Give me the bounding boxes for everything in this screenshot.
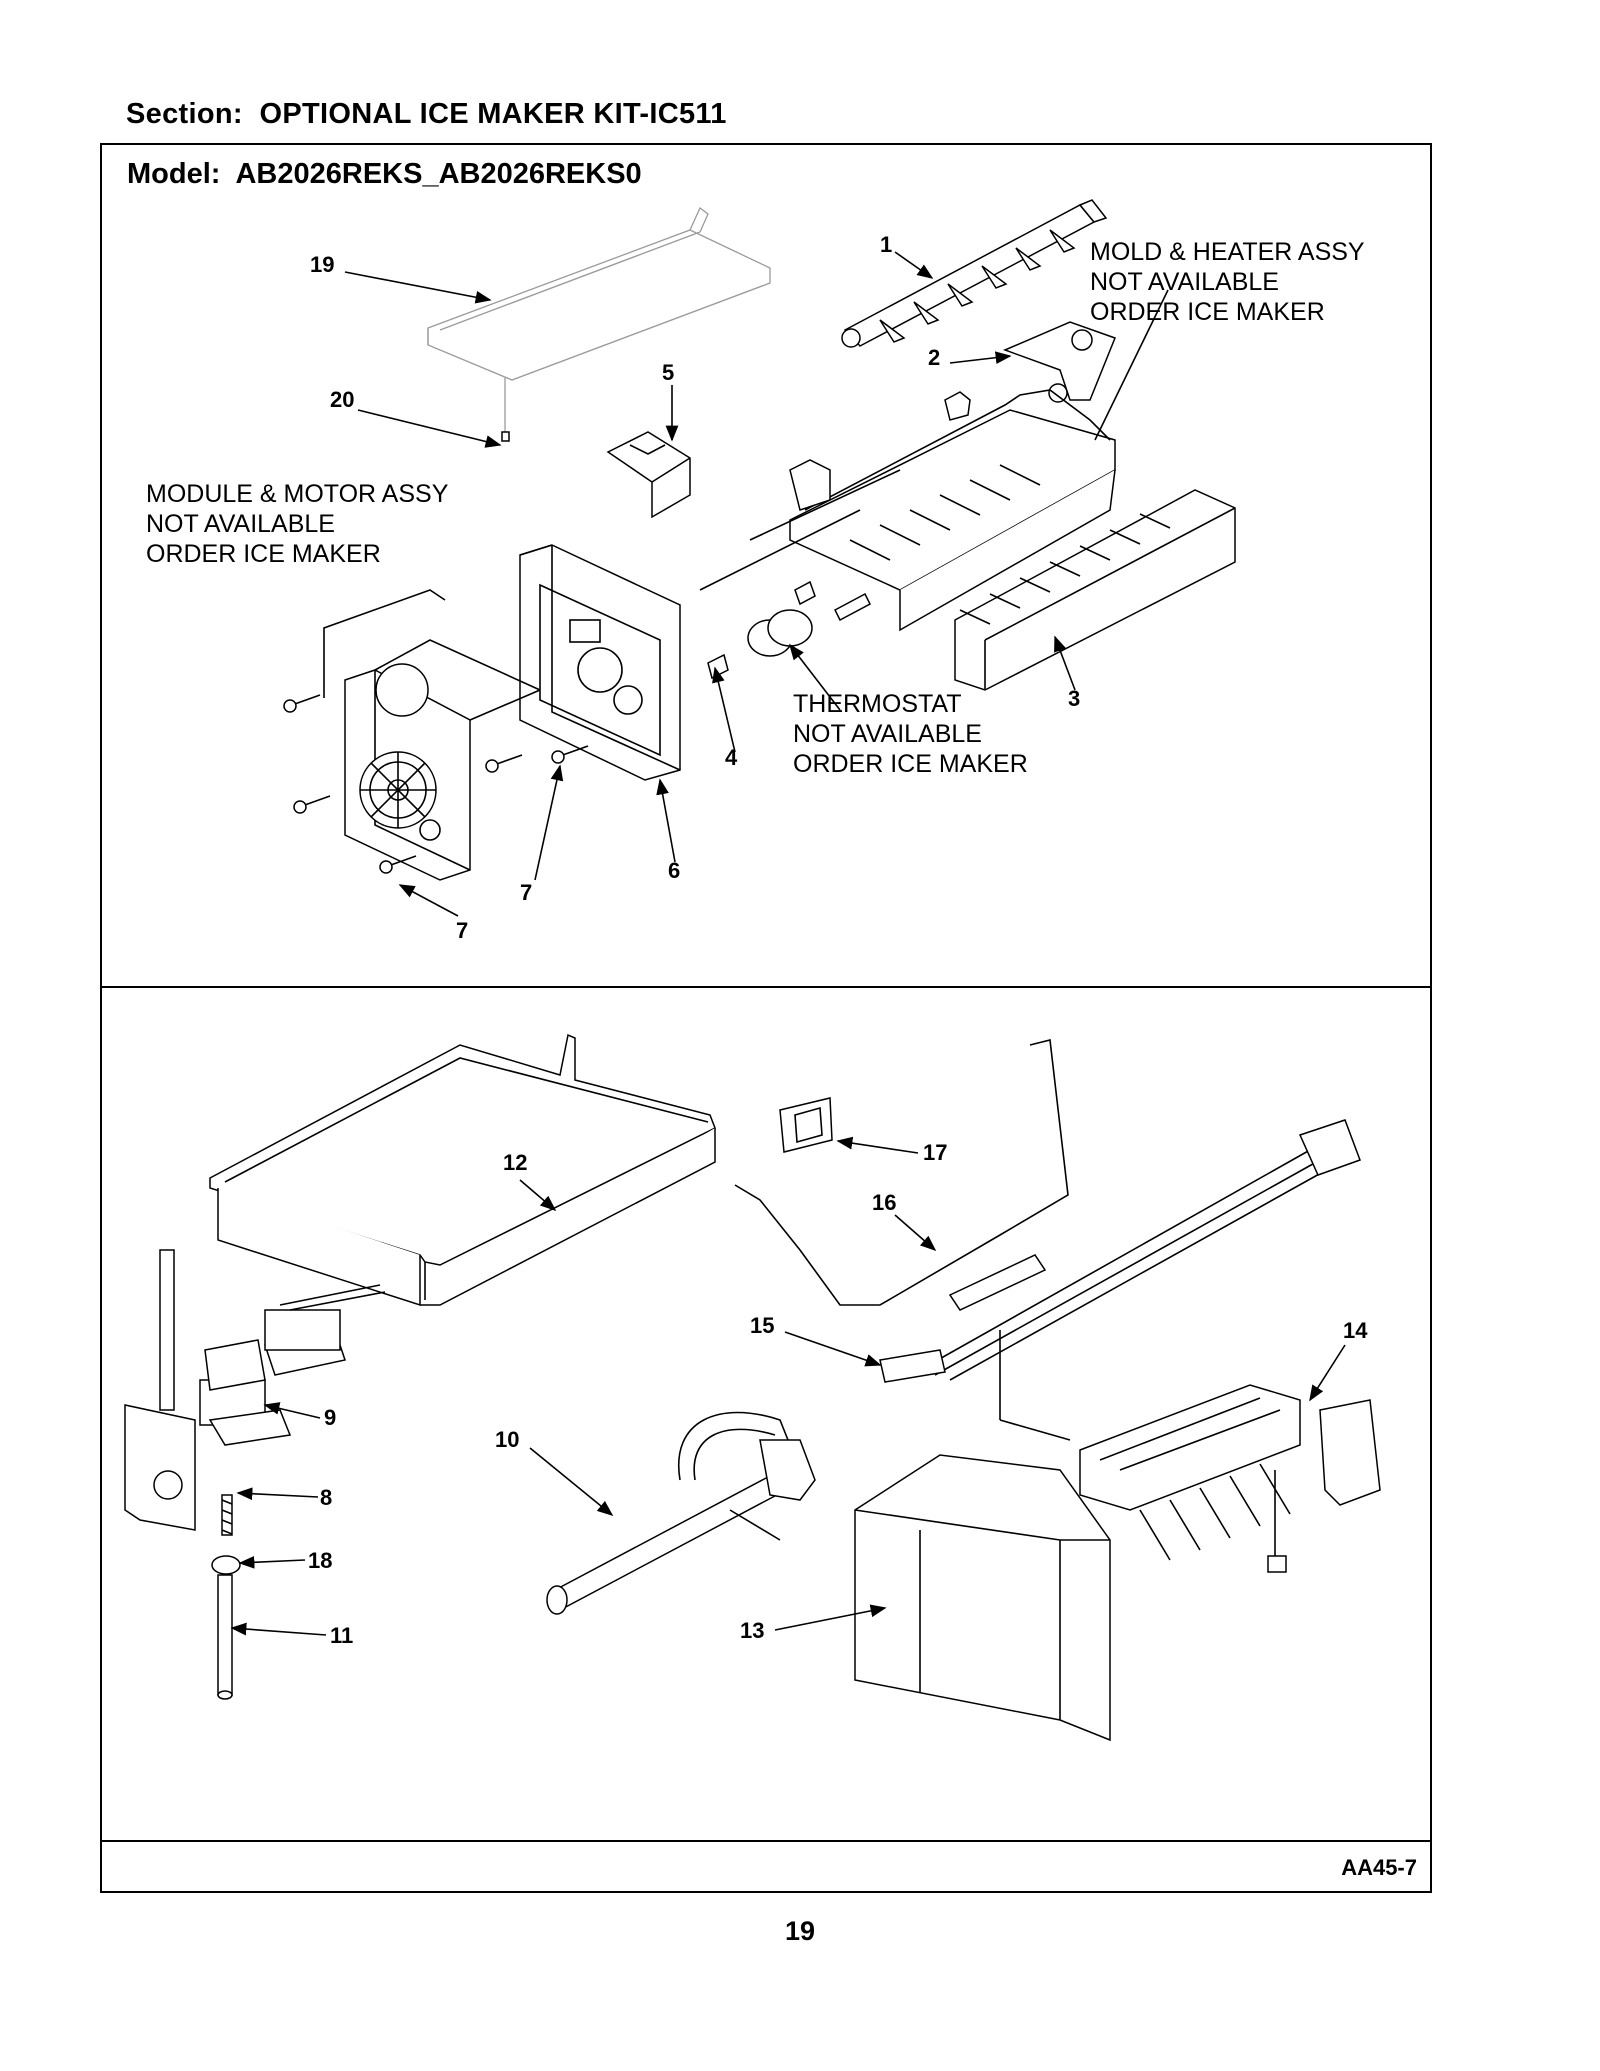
callout-5: 5 xyxy=(662,360,674,385)
mold-note-leader xyxy=(1094,289,1169,441)
part-19-cover xyxy=(427,206,771,432)
callout-19: 19 xyxy=(310,252,334,277)
model-title: Model: AB2026REKS_AB2026REKS0 xyxy=(127,158,642,191)
part-17-clip xyxy=(779,1097,833,1153)
note-module-line-3: ORDER ICE MAKER xyxy=(146,540,381,568)
note-mold-line-1: MOLD & HEATER ASSY xyxy=(1090,238,1365,266)
part-10-fill-tube xyxy=(546,1411,816,1615)
part-1-ejector xyxy=(841,199,1108,348)
page-number: 19 xyxy=(784,1916,816,1946)
footer-divider xyxy=(100,1840,1432,1842)
callout-16: 16 xyxy=(872,1190,896,1215)
callout-2: 2 xyxy=(928,345,940,370)
callout-12: 12 xyxy=(503,1150,527,1175)
part-9-water-valve xyxy=(124,1249,386,1531)
callout-13: 13 xyxy=(740,1618,764,1643)
part-20-clip xyxy=(501,431,510,442)
note-mold-line-3: ORDER ICE MAKER xyxy=(1090,298,1325,326)
callout-4: 4 xyxy=(725,745,738,770)
callout-6: 6 xyxy=(668,858,680,883)
callout-7b: 7 xyxy=(456,918,468,943)
section-label: Section: xyxy=(126,98,243,130)
note-thermostat-line-1: THERMOSTAT xyxy=(793,690,962,718)
part-5-bracket xyxy=(606,431,691,519)
callout-10: 10 xyxy=(495,1427,519,1452)
model-name: AB2026REKS_AB2026REKS0 xyxy=(235,158,642,190)
part-13-front-cover xyxy=(854,1454,1111,1742)
note-thermostat-line-3: ORDER ICE MAKER xyxy=(793,750,1028,778)
callout-20: 20 xyxy=(330,387,354,412)
diagram-frame xyxy=(100,143,1432,1893)
model-label: Model: xyxy=(127,158,221,190)
callout-15: 15 xyxy=(750,1313,774,1338)
callout-7a: 7 xyxy=(520,880,532,905)
drawing-code: AA45-7 xyxy=(1341,1855,1417,1880)
part-15-connector xyxy=(879,1349,946,1383)
part-16-wire xyxy=(734,1039,1069,1306)
panel-divider xyxy=(100,986,1432,988)
module-motor-assembly xyxy=(344,639,541,881)
module-note-bracket xyxy=(323,589,446,698)
callout-17: 17 xyxy=(923,1140,947,1165)
part-4-thermostat xyxy=(707,580,871,680)
section-title: Section: OPTIONAL ICE MAKER KIT-IC511 xyxy=(126,98,727,131)
part-7-screws xyxy=(283,694,589,874)
part-2-lever xyxy=(1002,321,1116,403)
wiring-harness xyxy=(919,1119,1361,1381)
callout-18: 18 xyxy=(308,1548,332,1573)
part-18-nut xyxy=(211,1555,241,1575)
note-mold-line-2: NOT AVAILABLE xyxy=(1090,268,1279,296)
section-name: OPTIONAL ICE MAKER KIT-IC511 xyxy=(259,98,727,130)
part-11-tube xyxy=(217,1574,233,1700)
ice-mold-housing xyxy=(699,389,1116,632)
note-module-line-1: MODULE & MOTOR ASSY xyxy=(146,480,449,508)
note-module-line-2: NOT AVAILABLE xyxy=(146,510,335,538)
part-14-ice-maker xyxy=(999,1330,1381,1573)
callout-9: 9 xyxy=(324,1405,336,1430)
part-8-strainer xyxy=(221,1494,233,1536)
callout-14: 14 xyxy=(1343,1318,1368,1343)
callout-11: 11 xyxy=(330,1623,353,1648)
part-6-motor-housing xyxy=(519,544,681,781)
callout-8: 8 xyxy=(320,1485,332,1510)
note-thermostat-line-2: NOT AVAILABLE xyxy=(793,720,982,748)
callout-3: 3 xyxy=(1068,686,1080,711)
part-3-guide xyxy=(954,489,1236,691)
callout-1: 1 xyxy=(880,232,892,257)
part-12-ice-bin xyxy=(209,1033,716,1307)
